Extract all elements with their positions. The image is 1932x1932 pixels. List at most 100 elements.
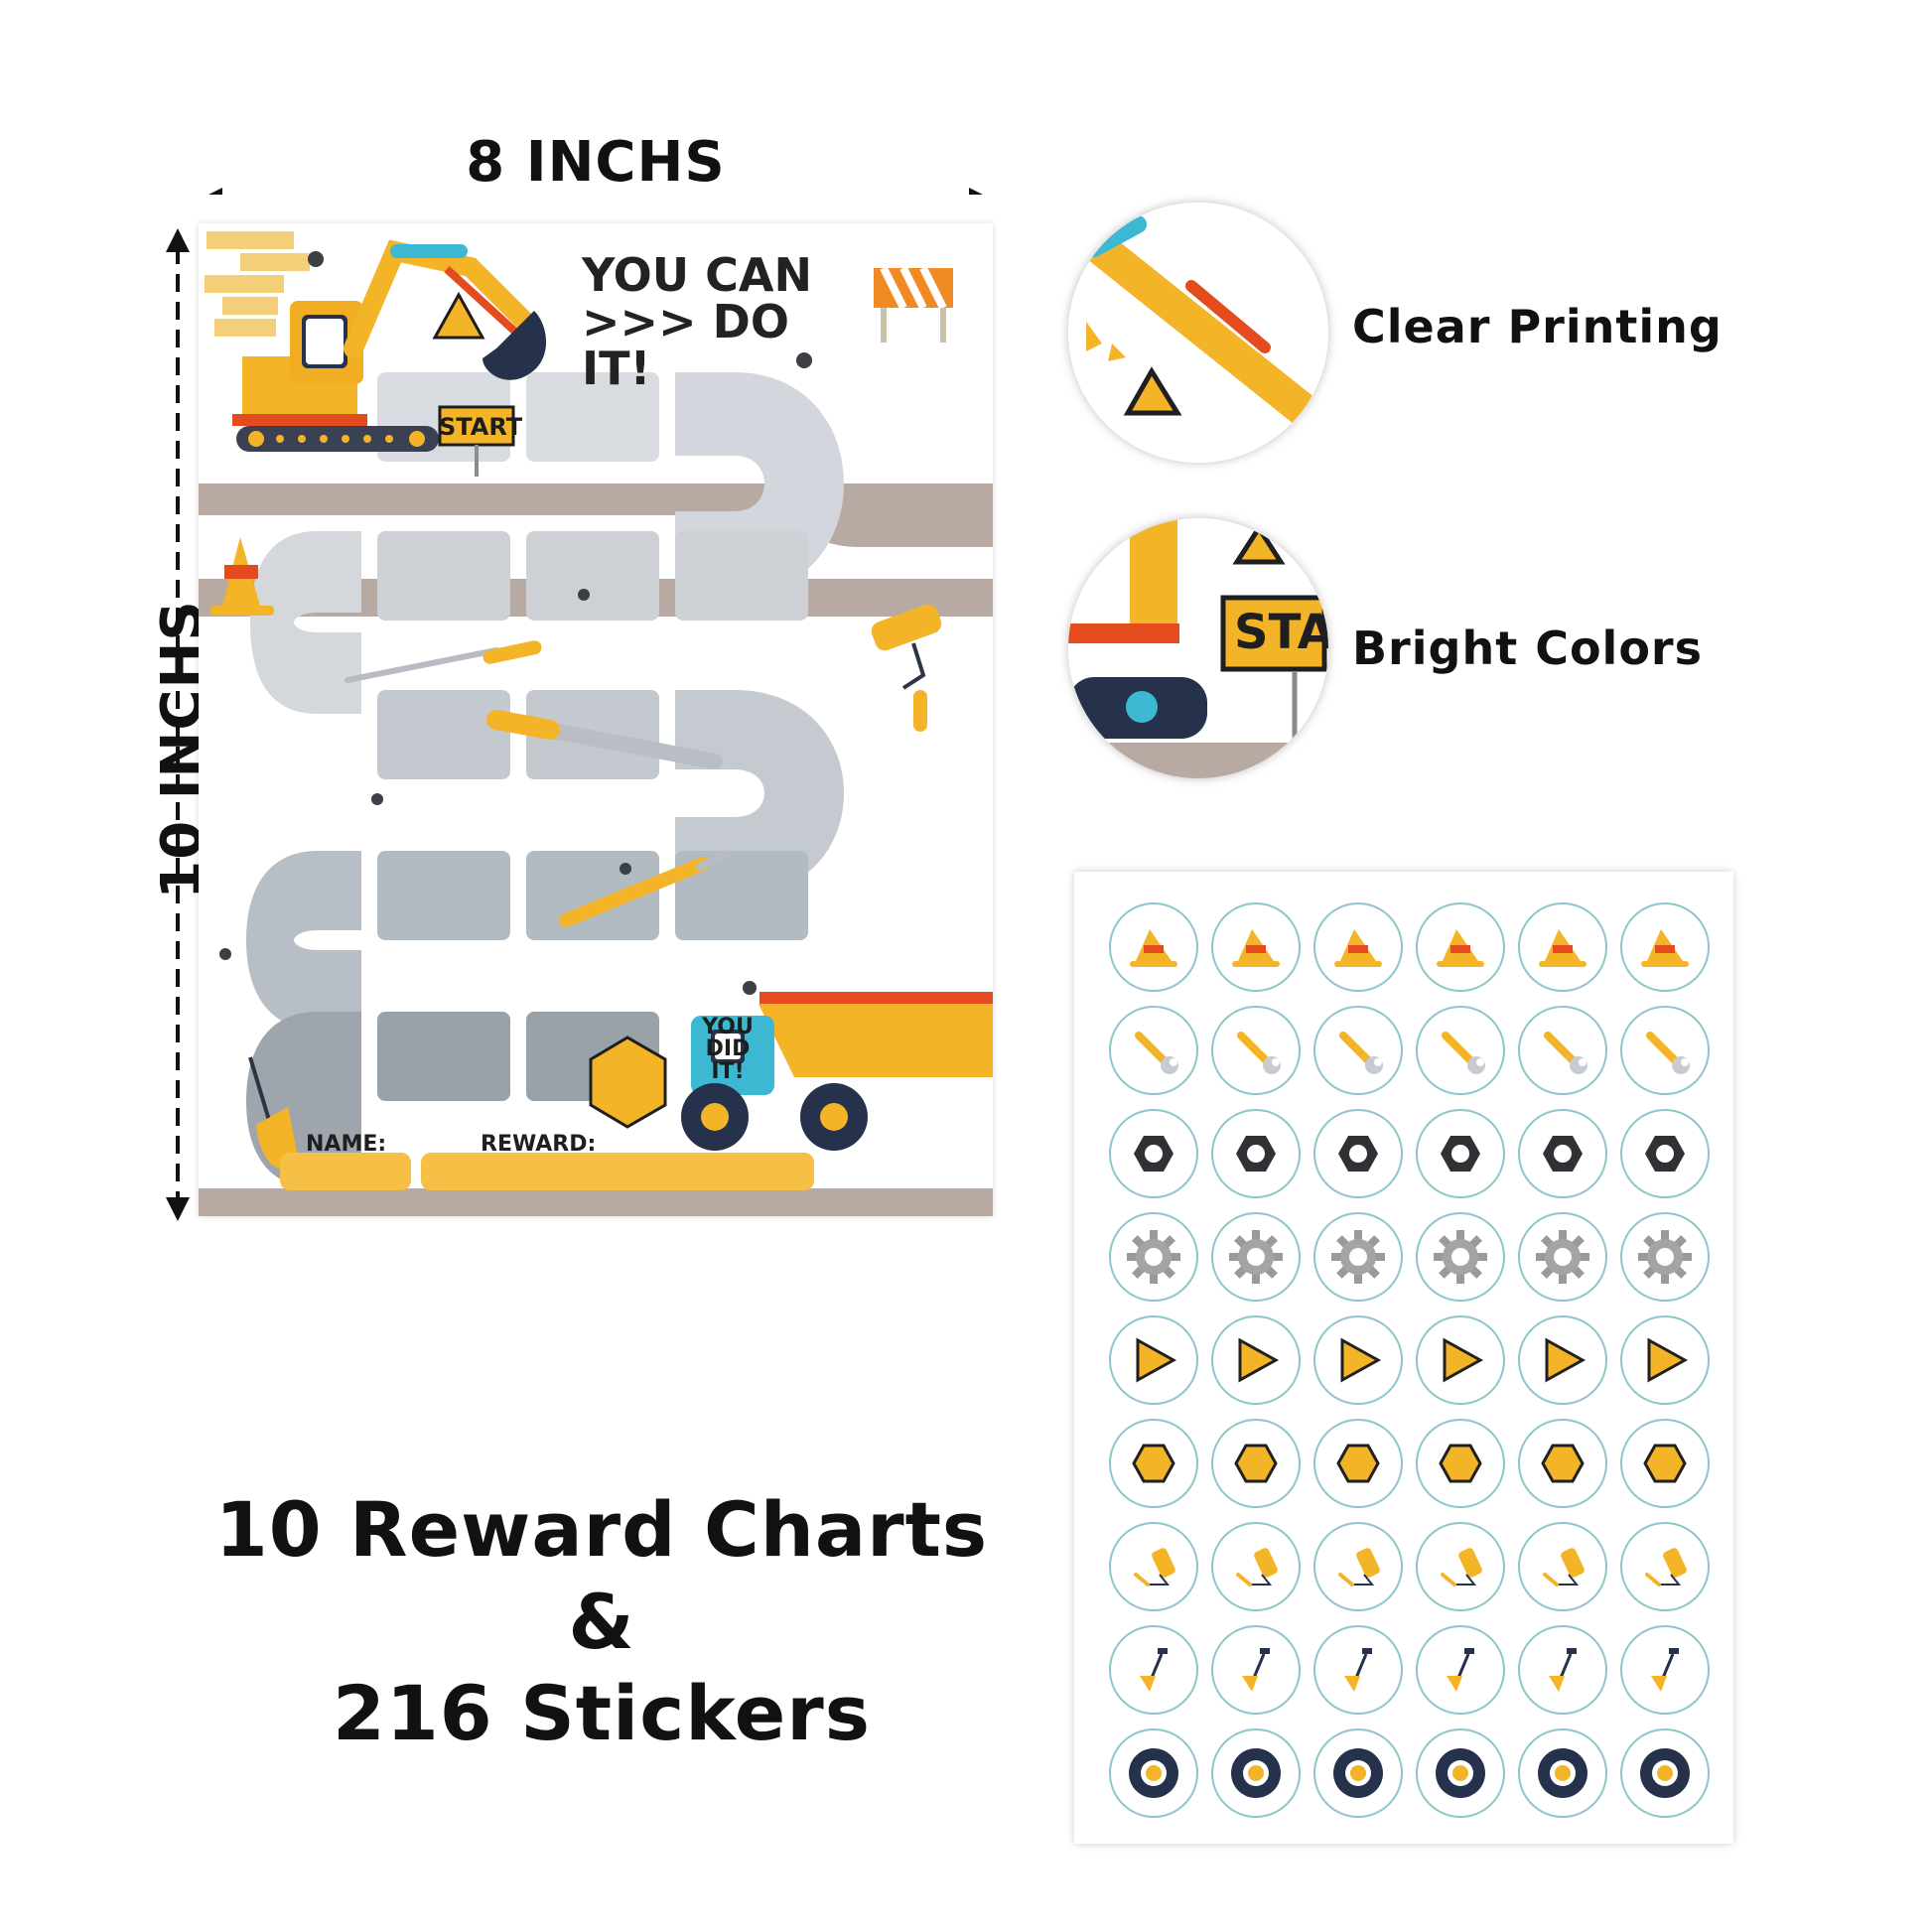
hex-nut-icon <box>1441 1136 1480 1172</box>
brick-wall <box>205 231 310 337</box>
sticker-outline <box>1620 1522 1710 1611</box>
paint-roller-sticker <box>1313 1522 1403 1611</box>
reward-chart-illustration <box>199 223 993 1216</box>
shovel-icon <box>1140 1648 1168 1692</box>
headline: 10 Reward Charts & 216 Stickers <box>175 1484 1029 1760</box>
wrench-sticker <box>1313 1006 1403 1095</box>
tire-sticker <box>1518 1728 1607 1818</box>
wrench-icon <box>1339 1032 1383 1074</box>
wrench-sticker <box>1620 1006 1710 1095</box>
gear-icon <box>1638 1230 1692 1284</box>
hex-nut-icon <box>1645 1136 1685 1172</box>
play-triangle-icon <box>1340 1337 1382 1383</box>
traffic-cone-icon <box>1130 929 1177 967</box>
height-arrow <box>166 228 190 1221</box>
reward-chart-preview <box>199 223 993 1216</box>
tire-sticker <box>1416 1728 1505 1818</box>
clear-printing-zoom <box>1068 203 1328 463</box>
wrench-icon <box>1442 1032 1485 1074</box>
bright-colors-zoom: STAR <box>1068 518 1328 778</box>
tire-sticker <box>1211 1728 1301 1818</box>
gear-sticker <box>1211 1212 1301 1302</box>
traffic-cone-sticker <box>1109 902 1198 992</box>
hex-nut-sticker <box>1416 1109 1505 1198</box>
traffic-cone-icon <box>1437 929 1484 967</box>
traffic-cone-icon <box>1539 929 1587 967</box>
wrench-icon <box>1135 1032 1178 1074</box>
gear-sticker <box>1620 1212 1710 1302</box>
paint-roller-icon <box>1134 1548 1175 1587</box>
barrier-sign <box>874 266 953 343</box>
paint-roller-sticker <box>1109 1522 1198 1611</box>
start-label: START <box>439 413 523 441</box>
hexagon-sticker <box>1620 1419 1710 1508</box>
shovel-icon <box>1344 1648 1372 1692</box>
shovel-sticker <box>1416 1625 1505 1715</box>
wrench-sticker <box>1518 1006 1607 1095</box>
tire-icon <box>1129 1748 1178 1798</box>
hex-nut-sticker <box>1211 1109 1301 1198</box>
play-triangle-sticker <box>1416 1315 1505 1405</box>
tire-sticker <box>1109 1728 1198 1818</box>
paint-roller-icon <box>1441 1548 1482 1587</box>
gear-icon <box>1127 1230 1180 1284</box>
start-zoom-text: STAR <box>1234 605 1328 660</box>
hex-nut-icon <box>1338 1136 1378 1172</box>
you-did-it-label: YOU DID IT! <box>702 1015 754 1084</box>
paint-roller-icon <box>1338 1548 1380 1587</box>
play-triangle-sticker <box>1313 1315 1403 1405</box>
tire-icon <box>1231 1748 1281 1798</box>
traffic-cone-icon <box>1334 929 1382 967</box>
traffic-cone-sticker <box>1313 902 1403 992</box>
shovel-icon <box>1549 1648 1577 1692</box>
gear-sticker <box>1518 1212 1607 1302</box>
paint-roller-sticker <box>1518 1522 1607 1611</box>
play-triangle-sticker <box>1211 1315 1301 1405</box>
sticker-sheet <box>1074 872 1733 1844</box>
shovel-sticker <box>1518 1625 1607 1715</box>
width-label: 8 INCHS <box>466 130 726 195</box>
hexagon-icon <box>1234 1444 1278 1483</box>
shovel-icon <box>1447 1648 1474 1692</box>
chart-title: YOU CAN >>> DO IT! <box>582 248 812 395</box>
hex-nut-sticker <box>1620 1109 1710 1198</box>
hexagon-sticker <box>1109 1419 1198 1508</box>
wrench-icon <box>1237 1032 1281 1074</box>
hex-nut-icon <box>1236 1136 1276 1172</box>
play-triangle-icon <box>1443 1337 1484 1383</box>
hex-nut-sticker <box>1313 1109 1403 1198</box>
sticker-outline <box>1211 1522 1301 1611</box>
gear-sticker <box>1109 1212 1198 1302</box>
hex-nut-sticker <box>1518 1109 1607 1198</box>
cone <box>210 537 274 616</box>
play-triangle-icon <box>1647 1337 1689 1383</box>
play-triangle-sticker <box>1109 1315 1198 1405</box>
name-field <box>280 1153 411 1190</box>
paint-roller-sticker <box>1620 1522 1710 1611</box>
hexagon-icon <box>1439 1444 1482 1483</box>
traffic-cone-icon <box>1641 929 1689 967</box>
name-label: NAME: <box>306 1132 387 1157</box>
shovel-sticker <box>1211 1625 1301 1715</box>
tire-icon <box>1538 1748 1587 1798</box>
sticker-outline <box>1109 1522 1198 1611</box>
scattered-nuts <box>219 251 812 995</box>
play-triangle-icon <box>1238 1337 1280 1383</box>
hexagon-icon <box>1643 1444 1687 1483</box>
wrench-sticker <box>1109 1006 1198 1095</box>
reward-field <box>421 1153 814 1190</box>
gear-icon <box>1229 1230 1283 1284</box>
traffic-cone-sticker <box>1620 902 1710 992</box>
shovel-icon <box>1651 1648 1679 1692</box>
paint-roller-sticker <box>1211 1522 1301 1611</box>
wrench-icon <box>1646 1032 1690 1074</box>
bright-colors-zoom-art: STAR <box>1068 518 1328 778</box>
gear-sticker <box>1313 1212 1403 1302</box>
paint-roller-sticker <box>1416 1522 1505 1611</box>
play-triangle-icon <box>1545 1337 1587 1383</box>
paint-roller-icon <box>1645 1548 1687 1587</box>
hexagon-sticker <box>1211 1419 1301 1508</box>
dump-truck <box>681 992 993 1151</box>
tire-sticker <box>1620 1728 1710 1818</box>
